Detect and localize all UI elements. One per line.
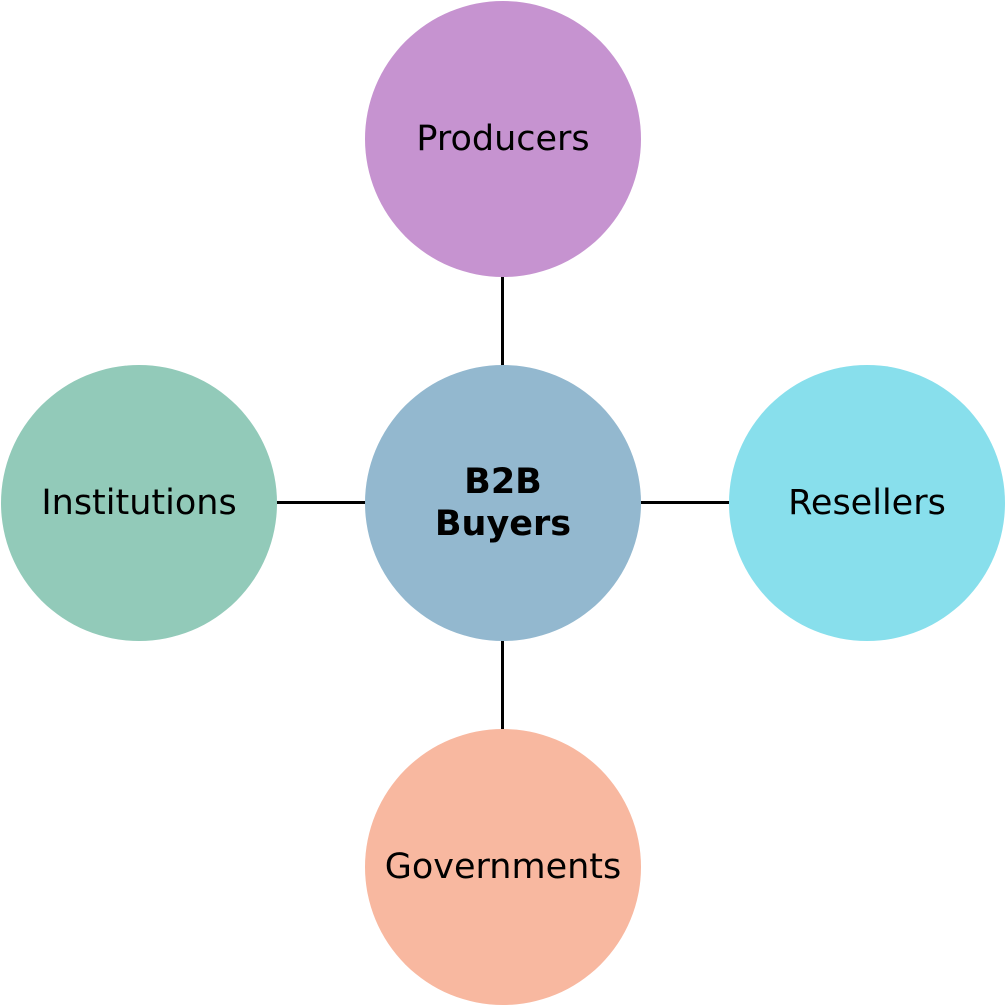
- node-institutions: Institutions: [1, 365, 277, 641]
- connector-right: [640, 501, 732, 504]
- connector-top: [501, 276, 504, 368]
- node-resellers: Resellers: [729, 365, 1005, 641]
- node-governments: Governments: [365, 729, 641, 1005]
- node-producers: Producers: [365, 1, 641, 277]
- node-resellers-label: Resellers: [788, 483, 946, 523]
- connector-left: [276, 501, 366, 504]
- node-producers-label: Producers: [416, 119, 590, 159]
- connector-bottom: [501, 640, 504, 732]
- node-institutions-label: Institutions: [41, 483, 237, 523]
- center-label-line2: Buyers: [434, 504, 572, 544]
- node-governments-label: Governments: [384, 847, 622, 887]
- node-b2b-buyers: B2B Buyers: [365, 365, 641, 641]
- center-label-line1: B2B: [464, 462, 542, 502]
